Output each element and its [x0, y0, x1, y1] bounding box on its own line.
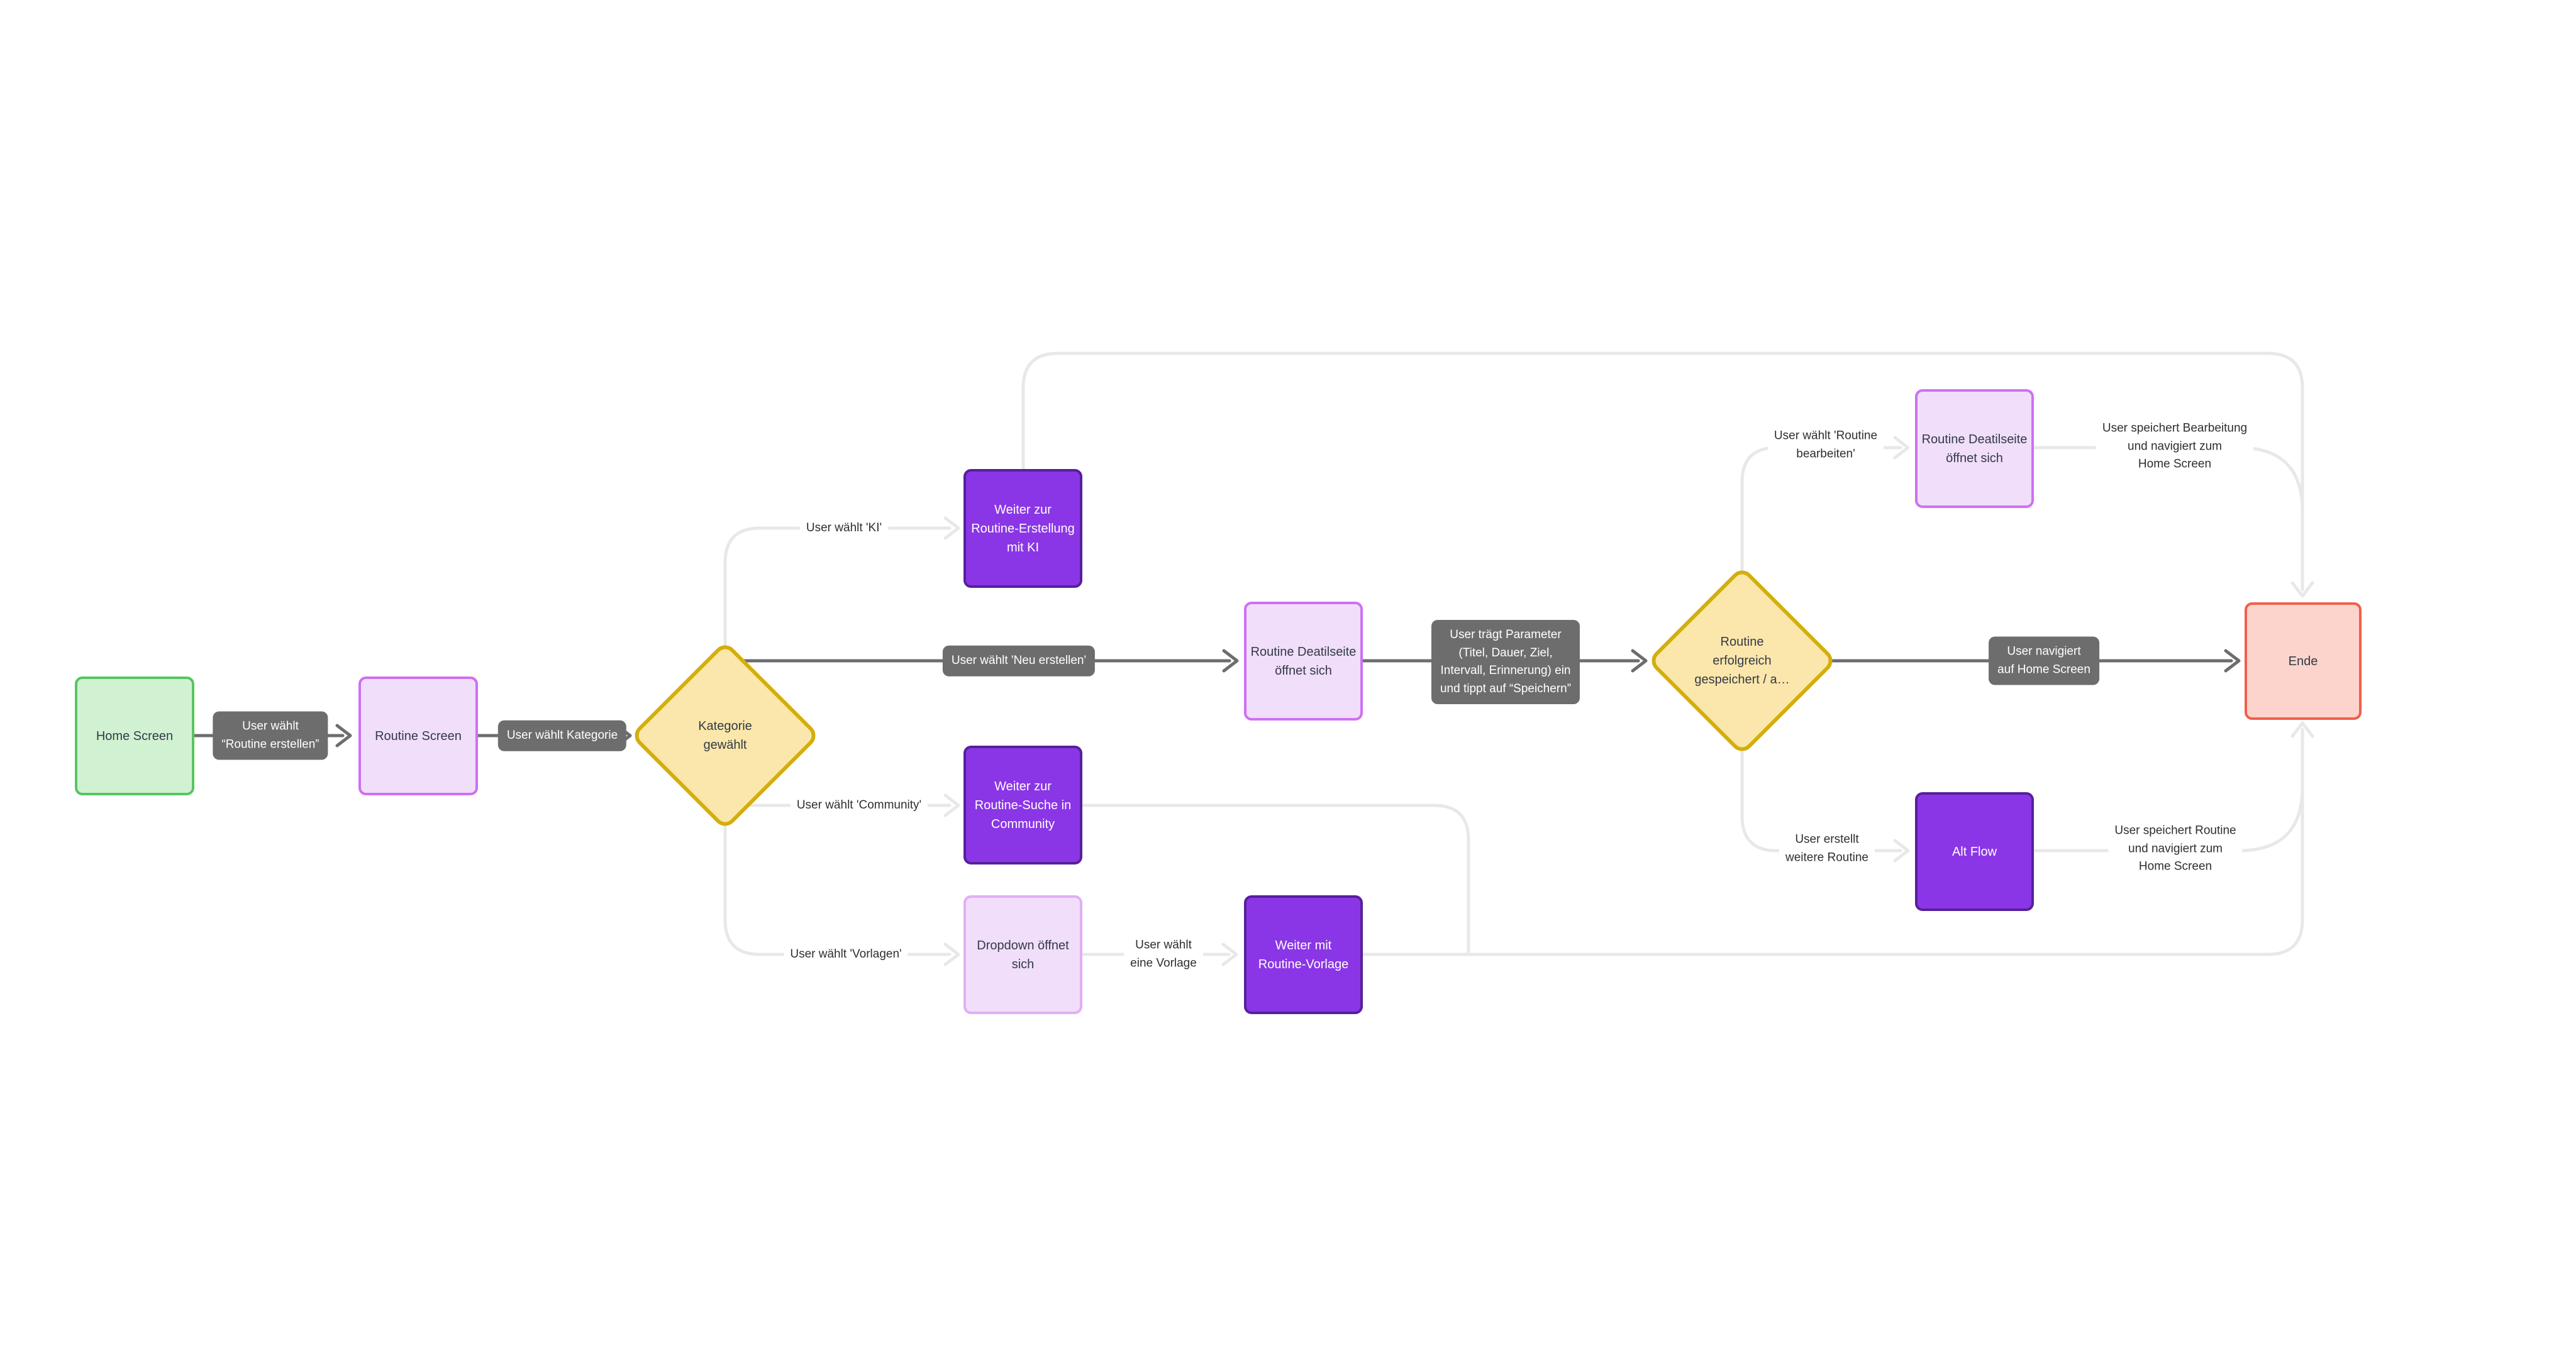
node-ende-label: Ende	[2288, 654, 2318, 668]
edge-bottom-loop	[1361, 727, 2304, 956]
diamond-shape	[1652, 570, 1833, 751]
edge-label-wahlt-erstellen[interactable]: User wählt “Routine erstellen”	[213, 711, 328, 760]
node-routine-vorlage-label: Weiter mit Routine-Vorlage	[1258, 938, 1349, 971]
edge-label-wahlt-vorlage[interactable]: User wählt eine Vorlage	[1124, 934, 1203, 975]
node-routine-screen[interactable]: Routine Screen	[358, 676, 478, 795]
decision-kategorie-label: Kategorie gewählt	[698, 719, 752, 752]
edge-altbox-arrowhead	[1893, 839, 1910, 863]
edge-alt-branch	[1740, 749, 1902, 853]
edge-ki-branch	[723, 526, 952, 647]
edge-label-wahlt-kategorie[interactable]: User wählt Kategorie	[497, 720, 627, 751]
decision-gespeichert-label: Routine erfolgreich gespeichert / a…	[1694, 635, 1790, 687]
edge-endebottom-arrowhead	[2290, 721, 2314, 738]
node-alt-flow[interactable]: Alt Flow	[1915, 792, 2034, 911]
edge-community-arrowhead	[943, 793, 960, 817]
node-routine-detailseite-label: Routine Deatilseite öffnet sich	[1250, 644, 1357, 678]
node-home-screen-label: Home Screen	[96, 729, 174, 743]
edge-label-speichert-routine[interactable]: User speichert Routine und navigiert zum…	[2108, 819, 2243, 878]
edge-vorlagen-branch	[723, 824, 952, 956]
edge-vorlage-arrowhead	[1221, 942, 1238, 966]
node-home-screen[interactable]: Home Screen	[75, 676, 194, 795]
edge-parameter-arrowhead	[1631, 649, 1648, 673]
node-dropdown[interactable]: Dropdown öffnet sich	[963, 895, 1082, 1014]
edge-label-wahlt-community[interactable]: User wählt 'Community'	[790, 793, 928, 817]
edge-endetop-arrowhead	[2290, 581, 2314, 598]
edge-neu-arrowhead	[1222, 649, 1239, 673]
edge-alt-out	[2032, 785, 2304, 853]
edge-bearbeiten-branch	[1740, 446, 1902, 572]
edge-label-wahlt-neu[interactable]: User wählt 'Neu erstellen'	[942, 645, 1096, 676]
diamond-shape	[635, 645, 816, 826]
node-community-suche[interactable]: Weiter zur Routine-Suche in Community	[963, 746, 1082, 864]
node-routine-vorlage[interactable]: Weiter mit Routine-Vorlage	[1244, 895, 1363, 1014]
edge-label-wahlt-ki[interactable]: User wählt 'KI'	[799, 516, 889, 540]
node-weiter-ki[interactable]: Weiter zur Routine-Erstellung mit KI	[963, 469, 1082, 588]
node-routine-screen-label: Routine Screen	[375, 729, 462, 743]
edge-label-navigiert-home[interactable]: User navigiert auf Home Screen	[1989, 636, 2099, 685]
decision-routine-gespeichert[interactable]: Routine erfolgreich gespeichert / a…	[1648, 566, 1836, 755]
node-routine-detailseite[interactable]: Routine Deatilseite öffnet sich	[1244, 602, 1363, 721]
node-alt-flow-label: Alt Flow	[1951, 844, 1997, 859]
edge-vorlagen-arrowhead	[943, 942, 960, 966]
node-dropdown-label: Dropdown öffnet sich	[977, 938, 1069, 971]
node-edit-detailseite-label: Routine Deatilseite öffnet sich	[1921, 432, 2028, 465]
node-weiter-ki-label: Weiter zur Routine-Erstellung mit KI	[971, 502, 1075, 555]
edge-label-speichert-bearbeitung[interactable]: User speichert Bearbeitung und navigiert…	[2096, 417, 2254, 476]
edge-editbox-arrowhead	[1893, 436, 1910, 460]
edge-ki-arrowhead	[943, 516, 960, 540]
node-ende[interactable]: Ende	[2245, 602, 2362, 720]
edge-label-wahlt-vorlagen[interactable]: User wählt 'Vorlagen'	[784, 942, 908, 966]
node-community-suche-label: Weiter zur Routine-Suche in Community	[974, 779, 1072, 831]
edge-label-wahlt-bearbeiten[interactable]: User wählt 'Routine bearbeiten'	[1767, 424, 1884, 466]
edge-community-merge	[1080, 804, 1470, 955]
edge-home-arrowhead	[335, 724, 352, 748]
edge-label-erstellt-weitere[interactable]: User erstellt weitere Routine	[1779, 828, 1875, 870]
decision-kategorie-gewaehlt[interactable]: Kategorie gewählt	[631, 641, 819, 830]
edge-top-loop	[1021, 351, 2304, 592]
edge-ende-arrowhead	[2224, 649, 2241, 673]
edge-label-tragt-parameter[interactable]: User trägt Parameter (Titel, Dauer, Ziel…	[1431, 620, 1580, 704]
node-edit-detailseite[interactable]: Routine Deatilseite öffnet sich	[1915, 389, 2034, 508]
